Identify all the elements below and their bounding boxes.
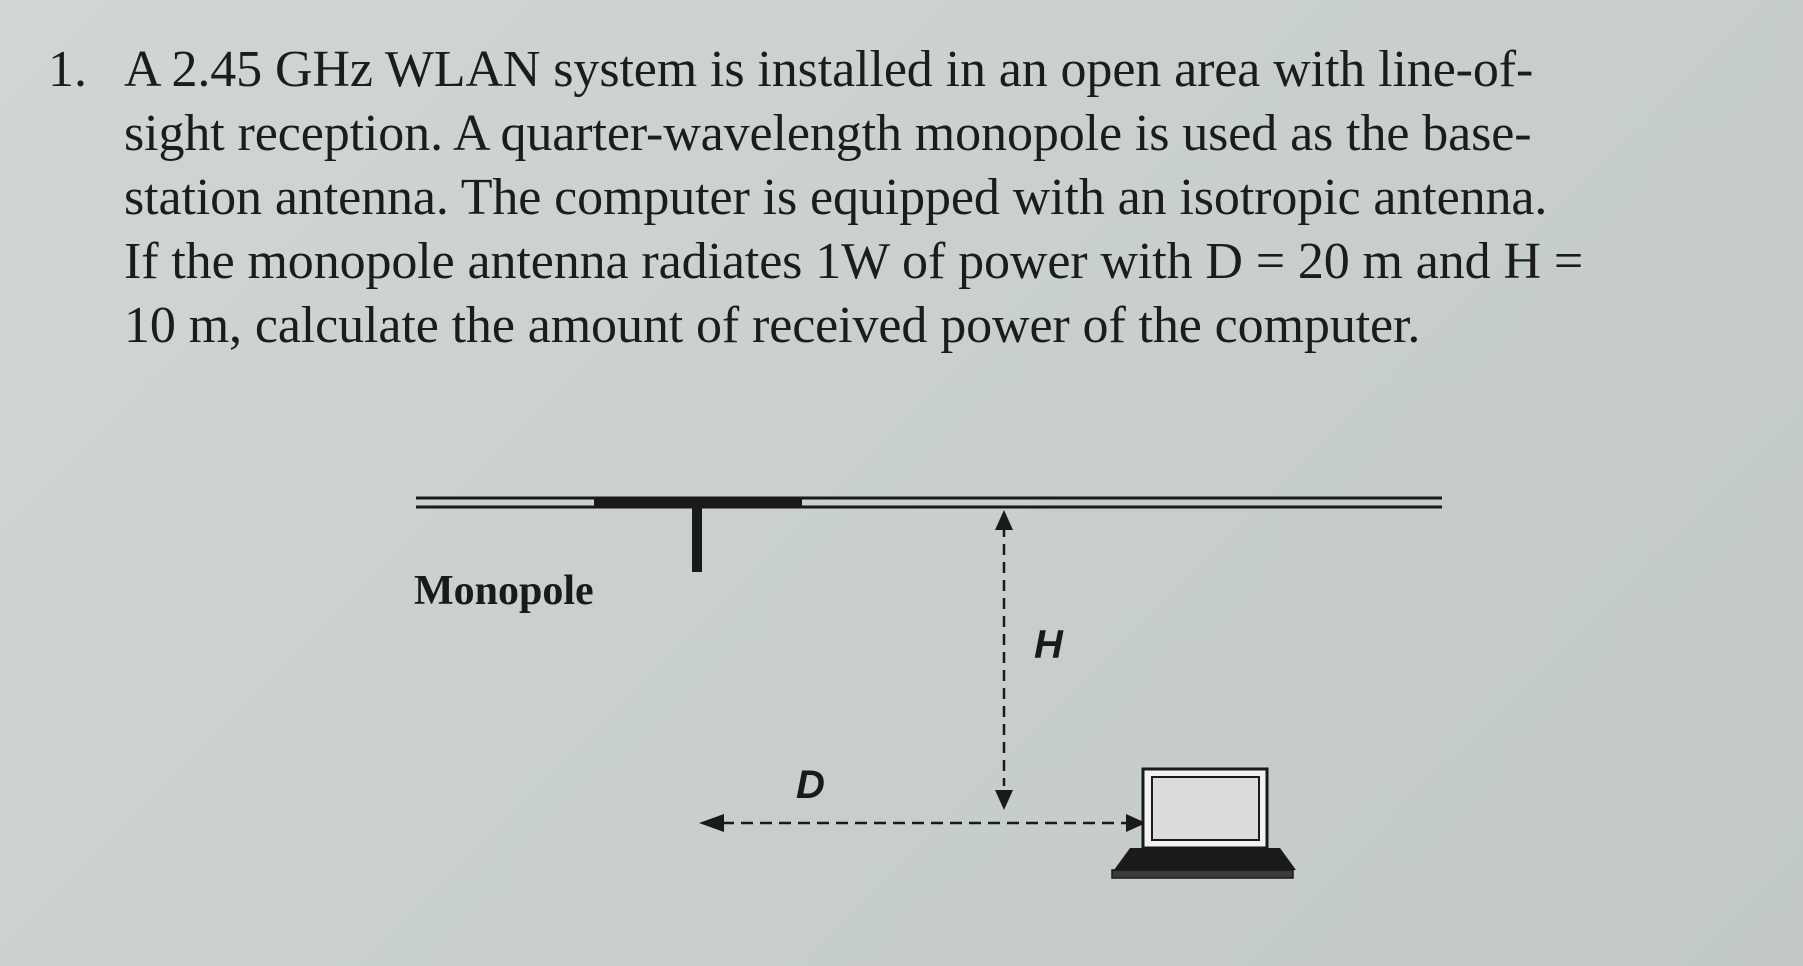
problem-line: sight reception. A quarter-wavelength mo…	[124, 105, 1532, 162]
problem-number: 1.	[48, 41, 87, 98]
ceiling-line	[416, 496, 1442, 509]
problem-line: A 2.45 GHz WLAN system is installed in a…	[124, 41, 1534, 98]
laptop-icon	[1111, 767, 1296, 879]
problem-line: If the monopole antenna radiates 1W of p…	[124, 233, 1584, 290]
height-label: H	[1034, 623, 1063, 667]
monopole-antenna	[692, 505, 702, 572]
distance-label: D	[796, 763, 825, 807]
monopole-label: Monopole	[414, 568, 594, 614]
problem-text: A 2.45 GHz WLAN system is installed in a…	[124, 38, 1748, 358]
problem-line: 10 m, calculate the amount of received p…	[124, 297, 1421, 354]
height-arrow	[995, 510, 1013, 810]
problem-line: station antenna. The computer is equippe…	[124, 169, 1548, 226]
distance-arrow	[699, 814, 1146, 832]
